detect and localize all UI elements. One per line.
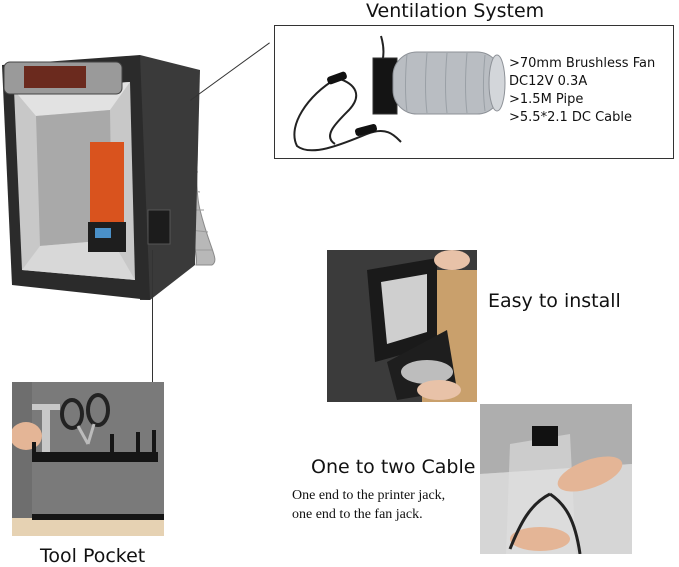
- enclosure-photo: [0, 50, 220, 310]
- connector-line-pocket: [152, 250, 153, 400]
- cable-desc-line-2: one end to the fan jack.: [292, 507, 423, 522]
- ventilation-title: Ventilation System: [366, 0, 545, 22]
- tool-pocket-label: Tool Pocket: [40, 545, 146, 567]
- spec-power: DC12V 0.3A: [509, 74, 588, 89]
- fan-pipe-image: [293, 35, 506, 152]
- ventilation-box: >70mm Brushless Fan DC12V 0.3A >1.5M Pip…: [274, 25, 674, 159]
- spec-pipe: >1.5M Pipe: [509, 92, 584, 107]
- install-photo: [327, 250, 477, 402]
- cable-photo: [480, 404, 632, 554]
- spec-fan: >70mm Brushless Fan: [509, 56, 656, 71]
- spec-cable: >5.5*2.1 DC Cable: [509, 110, 632, 125]
- tool-pocket-photo: [12, 382, 164, 536]
- cable-desc-line-1: One end to the printer jack,: [292, 488, 446, 503]
- cable-title: One to two Cable: [311, 456, 476, 478]
- easy-install-label: Easy to install: [488, 290, 621, 312]
